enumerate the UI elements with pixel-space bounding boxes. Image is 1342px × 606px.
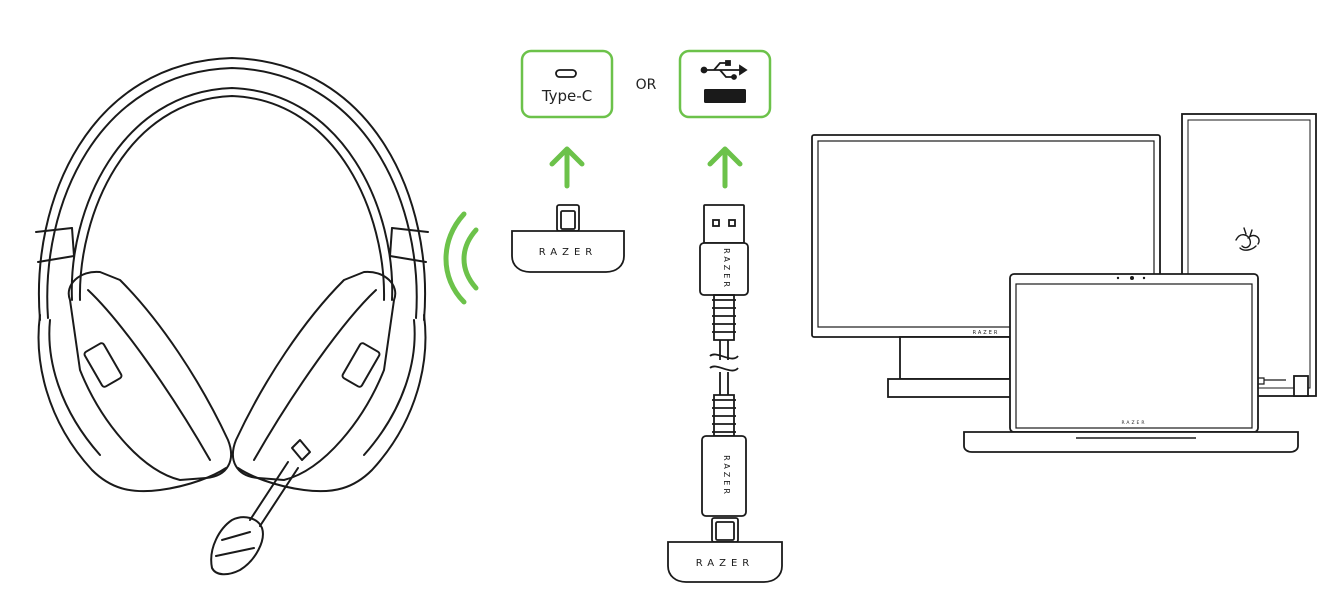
typec-label: Type-C <box>541 87 592 105</box>
headset-illustration <box>35 57 429 576</box>
attached-dongle-brand-label: RAZER <box>696 558 755 569</box>
laptop-brand-label: RAZER <box>1121 420 1146 426</box>
wireless-dongle-attached: RAZER <box>667 541 783 583</box>
cable-bottom-brand-label: RAZER <box>722 455 731 497</box>
laptop: RAZER <box>963 273 1299 453</box>
usba-port-box <box>678 49 772 119</box>
arrow-up-icon <box>707 146 743 189</box>
arrow-up-icon <box>549 146 585 189</box>
cable-top-brand-label: RAZER <box>722 248 731 290</box>
usb-c-port-icon <box>555 69 577 78</box>
dongle-brand-label: RAZER <box>539 247 598 258</box>
razer-snake-logo-icon <box>1235 227 1260 251</box>
usb-trident-icon <box>700 60 748 80</box>
usb-a-port-icon <box>704 89 746 103</box>
wireless-dongle: RAZER <box>511 204 625 273</box>
typec-port-box: Type-C <box>520 49 614 119</box>
monitor-brand-label: RAZER <box>973 330 1000 336</box>
wireless-signal-icon <box>443 211 479 305</box>
or-label: OR <box>636 77 657 93</box>
usb-adapter-cable: RAZER RAZER <box>699 204 749 543</box>
